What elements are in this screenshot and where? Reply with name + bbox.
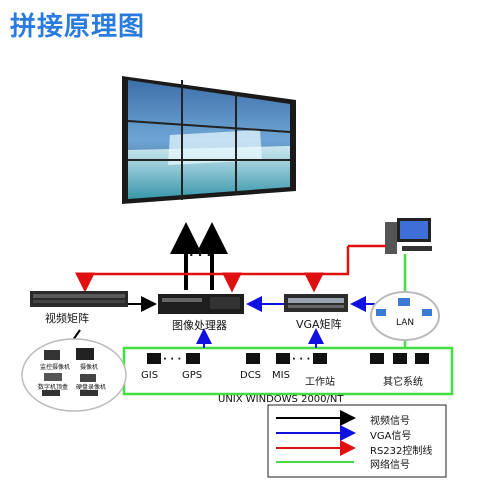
image-processor-device (158, 294, 244, 314)
node-gps-label: GPS (182, 370, 203, 381)
workstation-icons (147, 353, 429, 364)
legend (267, 404, 447, 478)
page-title: 拼接原理图 (10, 12, 146, 42)
node-mis-label: MIS (272, 370, 290, 381)
dots-gis-gps: · · · (163, 354, 182, 365)
rs232-lines (75, 244, 386, 293)
camera-label-3: 数字机顶盒 (38, 384, 69, 391)
video-wall (122, 76, 296, 204)
image-processor-label: 图像处理器 (172, 319, 227, 332)
node-gis-label: GIS (141, 370, 159, 381)
node-workstation-label: 工作站 (305, 377, 335, 388)
lan-cloud (370, 291, 440, 341)
os-label: UNIX WINDOWS 2000/NT (218, 394, 344, 405)
camera-group (21, 338, 127, 412)
legend-video-label: 视频信号 (370, 416, 410, 427)
video-matrix-device (30, 291, 128, 307)
legend-rs232-label: RS232控制线 (370, 446, 433, 457)
pc-computer-icon (385, 218, 432, 254)
node-dcs-label: DCS (240, 370, 262, 381)
dots-video-outputs: · · · (189, 248, 212, 262)
node-other-label: 其它系统 (383, 377, 423, 388)
camera-label-1: 监控摄像机 (40, 364, 71, 371)
camera-label-4: 硬盘录像机 (76, 384, 107, 391)
vga-matrix-device (284, 294, 348, 312)
legend-vga-label: VGA信号 (370, 431, 412, 442)
camera-label-2: 摄像机 (80, 364, 99, 371)
video-matrix-label: 视频矩阵 (45, 312, 89, 325)
legend-network-label: 网络信号 (370, 460, 410, 471)
video-output-arrows (170, 222, 228, 290)
lan-label: LAN (396, 318, 415, 328)
dots-mis-workstation: · · · (292, 354, 311, 365)
vga-matrix-label: VGA矩阵 (296, 318, 342, 331)
